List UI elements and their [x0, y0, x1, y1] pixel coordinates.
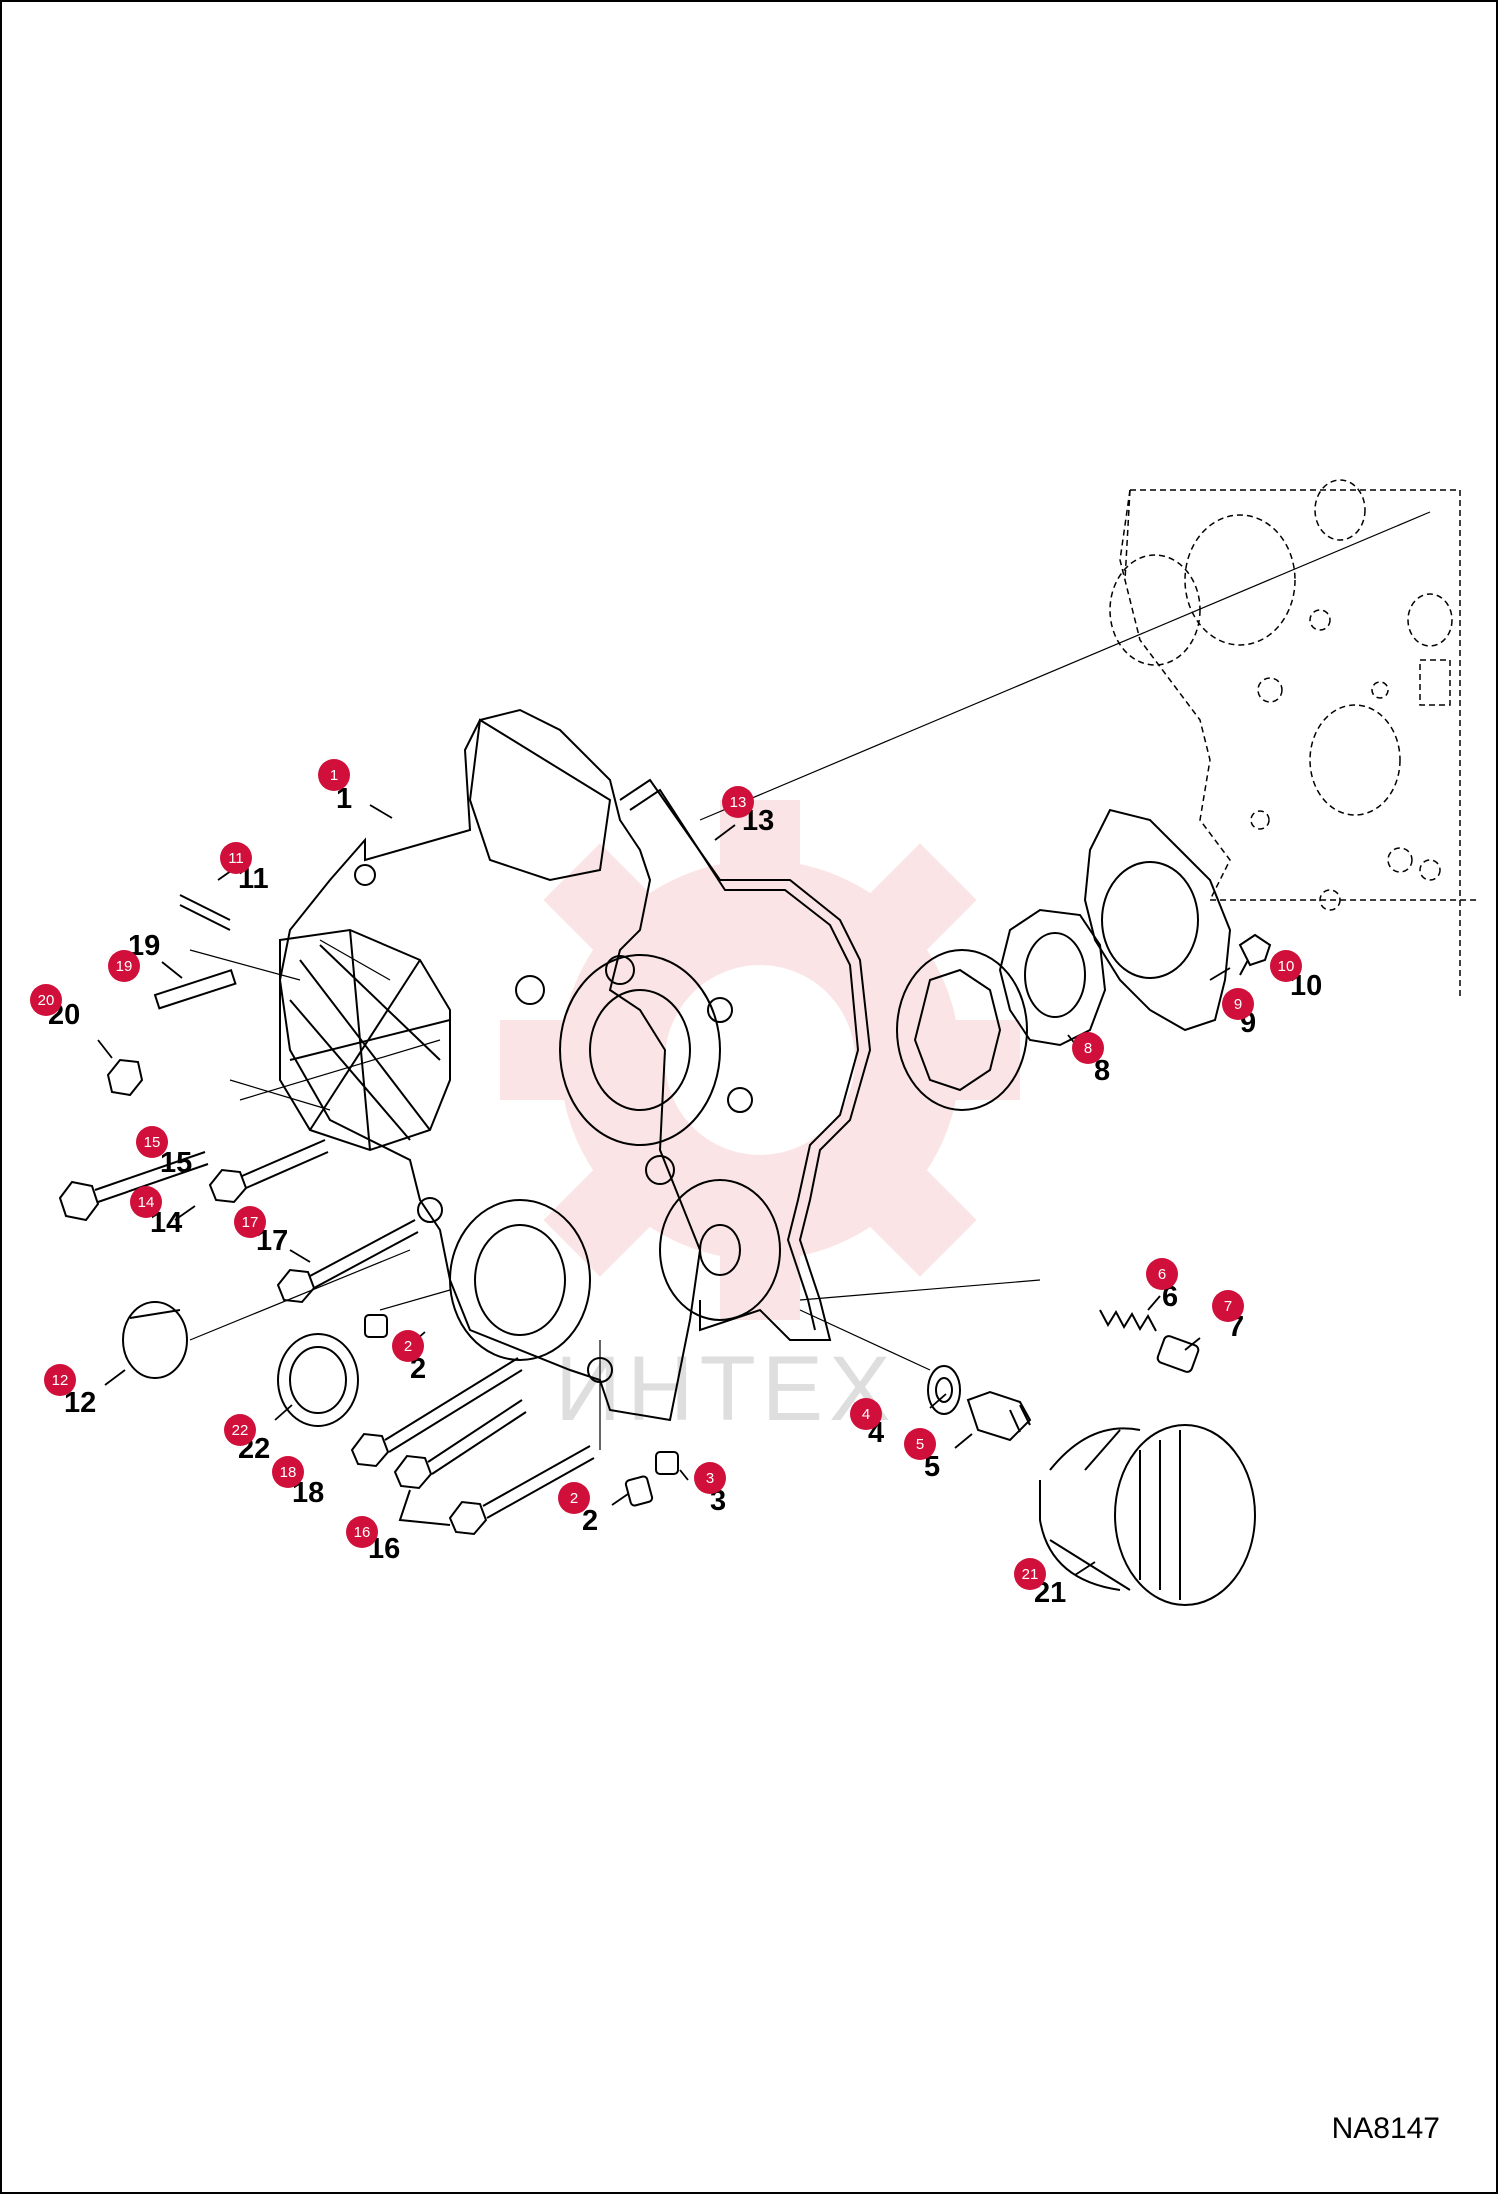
pump-cover-plate	[1083, 808, 1232, 1032]
pin-2a	[364, 1314, 388, 1338]
plug-12	[122, 1301, 188, 1379]
badge-7[interactable]: 7	[1212, 1290, 1244, 1322]
svg-text:7: 7	[1224, 1298, 1232, 1315]
num-8: 8	[1094, 1055, 1110, 1087]
bolt-17	[276, 1219, 419, 1304]
badge-20[interactable]: 20	[30, 984, 62, 1016]
svg-text:3: 3	[706, 1470, 714, 1487]
badge-1[interactable]: 1	[318, 759, 350, 791]
badge-18[interactable]: 18	[272, 1456, 304, 1488]
svg-text:16: 16	[354, 1524, 371, 1541]
badge-15[interactable]: 15	[136, 1126, 168, 1158]
nut-20	[106, 1058, 144, 1097]
washer-4	[927, 1365, 961, 1415]
svg-text:17: 17	[242, 1214, 259, 1231]
svg-text:20: 20	[38, 992, 55, 1009]
badge-5[interactable]: 5	[904, 1428, 936, 1460]
ribbed-plate	[279, 928, 451, 1152]
svg-text:12: 12	[52, 1372, 69, 1389]
badge-22[interactable]: 22	[224, 1414, 256, 1446]
badge-12[interactable]: 12	[44, 1364, 76, 1396]
callout-badges: 1 2 2 3 4 5 6 7 8 9 10 11 12 13 14 15 16…	[30, 759, 1302, 1590]
plug-3	[655, 1451, 679, 1475]
engine-block	[1109, 479, 1480, 1000]
screw-10	[1238, 933, 1272, 976]
oil-filter-21	[1039, 1424, 1256, 1606]
num-2b: 2	[582, 1505, 598, 1537]
gear-case-cover	[278, 708, 781, 1422]
svg-text:21: 21	[1022, 1566, 1039, 1583]
svg-text:22: 22	[232, 1422, 249, 1439]
bolt-16a	[393, 1399, 527, 1490]
badge-10[interactable]: 10	[1270, 950, 1302, 982]
stud-19	[153, 969, 237, 1010]
watermark-text: ИНТЕХ	[555, 1338, 897, 1440]
svg-text:1: 1	[330, 767, 338, 784]
svg-text:4: 4	[862, 1406, 870, 1423]
watermark-gear-logo	[500, 800, 1020, 1320]
badge-14[interactable]: 14	[130, 1186, 162, 1218]
svg-text:9: 9	[1234, 996, 1242, 1013]
badge-8[interactable]: 8	[1072, 1032, 1104, 1064]
plug-7	[1156, 1335, 1200, 1373]
svg-text:10: 10	[1278, 958, 1295, 975]
svg-text:2: 2	[404, 1338, 412, 1355]
badge-13[interactable]: 13	[722, 786, 754, 818]
svg-text:14: 14	[138, 1194, 155, 1211]
num-2a: 2	[410, 1353, 426, 1385]
badge-2a[interactable]: 2	[392, 1330, 424, 1362]
num-5: 5	[924, 1451, 940, 1483]
gasket-13	[619, 778, 872, 1341]
badge-21[interactable]: 21	[1014, 1558, 1046, 1590]
svg-text:2: 2	[570, 1490, 578, 1507]
fitting-5	[966, 1390, 1032, 1442]
svg-text:6: 6	[1158, 1266, 1166, 1283]
pin-2b	[624, 1475, 654, 1507]
badge-2b[interactable]: 2	[558, 1482, 590, 1514]
engine-cover-line-art	[58, 479, 1480, 1606]
figure-id: NA8147	[1331, 2112, 1440, 2145]
badge-11[interactable]: 11	[220, 842, 252, 874]
svg-text:5: 5	[916, 1436, 924, 1453]
seal-22	[277, 1333, 359, 1427]
badge-3[interactable]: 3	[694, 1462, 726, 1494]
badge-17[interactable]: 17	[234, 1206, 266, 1238]
oil-pump-inner-gear	[998, 908, 1107, 1047]
bolt-15	[58, 1151, 209, 1222]
bolt-16b	[448, 1445, 595, 1536]
svg-text:19: 19	[116, 958, 133, 975]
svg-text:11: 11	[228, 850, 244, 867]
badge-16[interactable]: 16	[346, 1516, 378, 1548]
svg-text:15: 15	[144, 1134, 161, 1151]
svg-text:18: 18	[280, 1464, 297, 1481]
badge-19[interactable]: 19	[108, 950, 140, 982]
badge-9[interactable]: 9	[1222, 988, 1254, 1020]
badge-6[interactable]: 6	[1146, 1258, 1178, 1290]
num-15: 15	[160, 1147, 192, 1179]
stud-11	[179, 894, 231, 931]
spring-6	[1099, 1309, 1157, 1332]
num-1: 1	[336, 783, 352, 815]
svg-text:13: 13	[730, 794, 747, 811]
bolt-14	[208, 1139, 329, 1204]
badge-4[interactable]: 4	[850, 1398, 882, 1430]
svg-text:8: 8	[1084, 1040, 1092, 1057]
bolt-18	[350, 1357, 523, 1468]
oil-pump-outer-rotor	[896, 949, 1028, 1111]
